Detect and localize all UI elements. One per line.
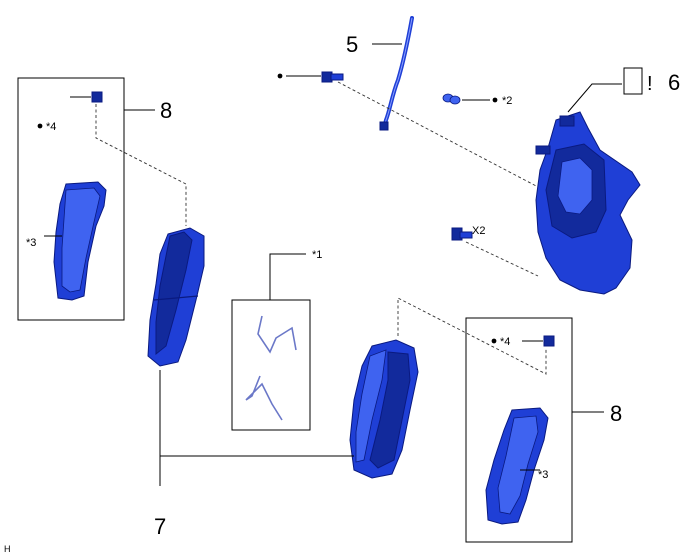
dot-marker-star4-right — [491, 338, 497, 344]
anti-rattle-spring-box — [231, 299, 311, 431]
corner-mark: H — [4, 544, 11, 554]
callout-8-left: 8 — [160, 98, 172, 123]
callout-star1: *1 — [312, 249, 322, 261]
brake-pad-left — [147, 227, 205, 367]
brake-pad-right — [349, 339, 419, 479]
callout-star2: *2 — [502, 95, 512, 107]
dot-marker-star2 — [492, 97, 498, 103]
anti-squeal-shim-left — [53, 181, 107, 301]
brake-hose — [379, 16, 414, 131]
dashed-x2-to-caliper — [465, 241, 539, 277]
gasket-washers — [442, 93, 461, 105]
pad-clip-right — [543, 335, 555, 347]
dot-marker-bolt — [277, 73, 283, 79]
callout-6: 6 — [668, 70, 680, 95]
caution-box-icon — [623, 67, 643, 95]
dashed-left-box-to-pad — [95, 104, 187, 226]
dashed-right-pad-to-caliper — [397, 297, 547, 375]
callout-7: 7 — [154, 514, 166, 539]
callout-star4-left: *4 — [46, 121, 56, 133]
anti-rattle-spring-upper — [257, 315, 297, 354]
leader-star1 — [269, 253, 306, 300]
caution-exclaim: ! — [647, 73, 653, 95]
callout-star3-left: *3 — [26, 237, 36, 249]
caliper-mounting-bolt — [451, 227, 473, 241]
callout-5: 5 — [346, 32, 358, 57]
callout-x2: X2 — [472, 225, 485, 237]
callout-star4-right: *4 — [500, 336, 510, 348]
brake-caliper — [535, 111, 641, 295]
left-detail-box — [17, 77, 125, 321]
callout-star3-right: *3 — [538, 469, 548, 481]
dot-marker-star4-left — [37, 123, 43, 129]
anti-rattle-spring-lower — [245, 375, 283, 421]
anti-squeal-shim-right — [485, 407, 549, 525]
pad-clip-left — [91, 91, 103, 103]
union-bolt — [321, 71, 344, 83]
callout-8-right: 8 — [610, 401, 622, 426]
right-detail-box — [465, 317, 573, 543]
leader-6 — [567, 83, 622, 113]
